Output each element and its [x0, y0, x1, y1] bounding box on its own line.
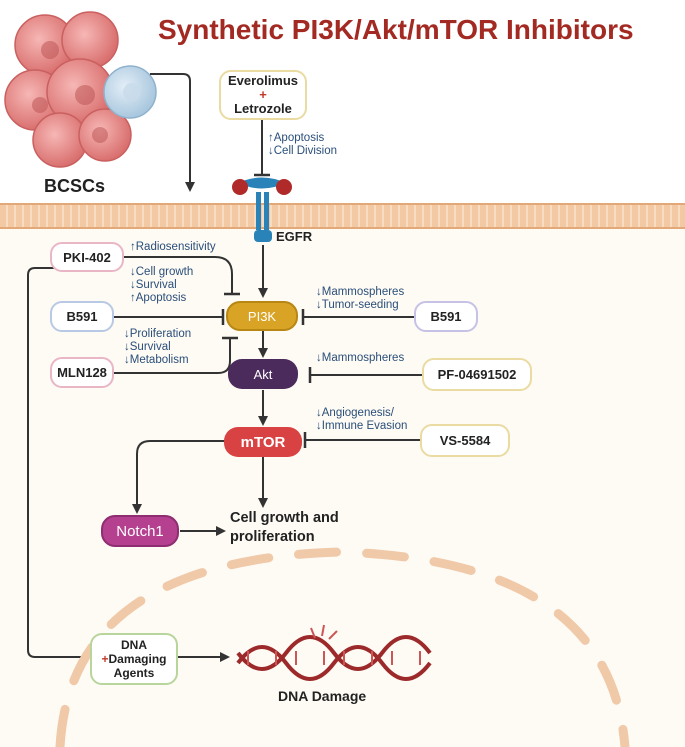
everolimus-label: Everolimus [227, 73, 299, 88]
akt-label: Akt [253, 366, 273, 382]
effect-angiogenesis: ↓Angiogenesis/ [316, 407, 394, 419]
bcsc-label: BCSCs [44, 176, 106, 196]
akt-node: Akt [228, 359, 298, 389]
pf04691502-box: PF-04691502 [422, 358, 532, 391]
mtor-node: mTOR [224, 427, 302, 457]
effect-tumor-seeding: ↓Tumor-seeding [316, 299, 399, 311]
pf04691502-effects: ↓Mammospheres [316, 352, 404, 365]
vs5584-effects: ↓Angiogenesis/ ↓Immune Evasion [316, 407, 407, 433]
notch1-label: Notch1 [116, 522, 164, 540]
mln128-label: MLN128 [57, 365, 107, 380]
dna-agents-line1: DNA [121, 638, 147, 652]
everolimus-letrozole-box: Everolimus + Letrozole [219, 70, 307, 120]
pf04691502-label: PF-04691502 [437, 367, 517, 382]
effect-survival-mln: ↓Survival [124, 341, 171, 353]
effect-mammospheres-pf: ↓Mammospheres [316, 352, 405, 364]
effect-proliferation: ↓Proliferation [124, 328, 192, 340]
mln128-effects: ↓Proliferation ↓Survival ↓Metabolism [124, 328, 191, 367]
everolimus-effects: ↑Apoptosis ↓Cell Division [268, 132, 337, 158]
pi3k-label: PI3K [247, 308, 277, 324]
figure-title: Synthetic PI3K/Akt/mTOR Inhibitors [158, 14, 634, 45]
mtor-label: mTOR [240, 433, 286, 451]
effect-mammospheres-b591: ↓Mammospheres [316, 286, 405, 298]
bcsc-cell-cluster [4, 11, 157, 168]
effect-apoptosis-b591: ↑Apoptosis [130, 292, 187, 304]
effect-radiosensitivity: ↑Radiosensitivity [130, 241, 216, 253]
dna-damage-label: DNA Damage [278, 688, 367, 704]
pi3k-node: PI3K [226, 301, 298, 331]
b591-right-label: B591 [430, 309, 462, 324]
dna-agents-line3: Agents [113, 666, 155, 680]
egfr-label: EGFR [276, 229, 313, 244]
b591-left-effects: ↓Cell growth ↓Survival ↑Apoptosis [130, 266, 193, 305]
b591-left-label: B591 [66, 309, 98, 324]
dna-damaging-agents-box: DNA +Damaging Agents [90, 633, 178, 685]
effect-immune-evasion: ↓Immune Evasion [316, 420, 408, 432]
mln128-box: MLN128 [50, 357, 114, 388]
notch1-node: Notch1 [101, 515, 179, 547]
pki-402-effects: ↑Radiosensitivity [130, 241, 216, 254]
cell-growth-line2: proliferation [230, 529, 315, 545]
vs5584-box: VS-5584 [420, 424, 510, 457]
effect-survival: ↓Survival [130, 279, 177, 291]
effect-cell-growth: ↓Cell growth [130, 266, 194, 278]
cell-growth-line1: Cell growth and [230, 510, 339, 526]
plus-sign: + [259, 87, 267, 102]
dna-agents-line2: +Damaging [101, 652, 166, 666]
effect-apoptosis: ↑Apoptosis [268, 132, 325, 144]
effect-metabolism: ↓Metabolism [124, 354, 189, 366]
cell-membrane [0, 203, 685, 229]
dna-agents-plus: + [101, 652, 109, 666]
b591-right-box: B591 [414, 301, 478, 332]
effect-cell-division: ↓Cell Division [268, 145, 338, 157]
vs5584-label: VS-5584 [439, 433, 491, 448]
pki-402-box: PKI-402 [50, 242, 124, 272]
dna-agents-damaging: Damaging [108, 652, 167, 666]
dna-helix-icon [236, 624, 432, 681]
cell-growth-outcome: Cell growth and proliferation [230, 509, 339, 547]
egfr-receptor-icon [232, 177, 292, 242]
letrozole-label: Letrozole [234, 101, 292, 116]
b591-right-effects: ↓Mammospheres ↓Tumor-seeding [316, 286, 404, 312]
pki-402-label: PKI-402 [63, 249, 111, 265]
b591-left-box: B591 [50, 301, 114, 332]
